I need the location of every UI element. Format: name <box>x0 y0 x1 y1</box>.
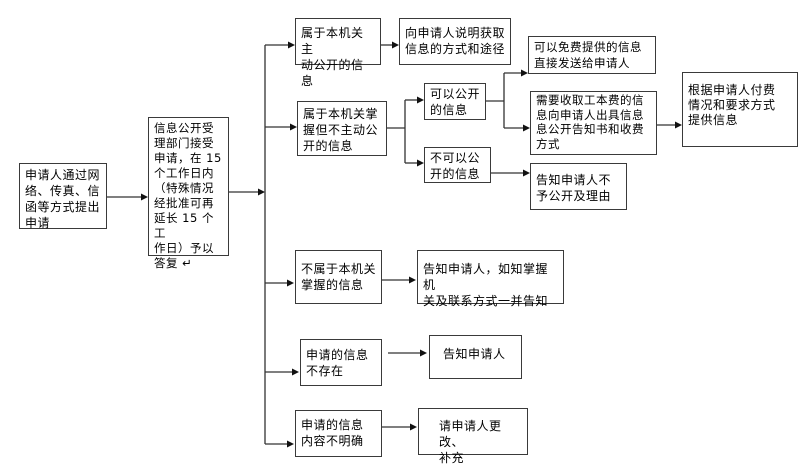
arrowhead <box>417 96 424 104</box>
node-not-held: 不属于本机关 掌握的信息 <box>295 250 382 304</box>
arrowhead <box>287 440 294 448</box>
node-held-not-proactive: 属于本机关掌 握但不主动公 开的信息 <box>297 101 387 156</box>
node-notify-refuse: 告知申请人不 予公开及理由 <box>530 163 627 210</box>
node-fee-required: 需要收取工本费的信 息向申请人出具信息 息公开告知书和收费 方式 <box>530 91 657 155</box>
arrowhead <box>675 121 682 129</box>
node-free-provide: 可以免费提供的信息 直接发送给申请人 <box>528 36 656 74</box>
node-provide-by-payment: 根据申请人付费 情况和要求方式 提供信息 <box>682 72 798 147</box>
arrowhead <box>288 41 295 49</box>
arrowhead <box>410 423 417 431</box>
node-notify-other-agency: 告知申请人，如知掌握机 关及联系方式一并告知 <box>417 250 564 308</box>
arrowhead <box>523 124 530 132</box>
node-ask-revise: 请申请人更改、 补充 <box>418 408 528 465</box>
node-accept-application: 信息公开受 理部门接受 申请，在 15 个工作日内 （特殊情况 经批准可再 延长… <box>148 117 229 270</box>
arrowhead <box>417 159 424 167</box>
arrowhead <box>409 276 416 284</box>
node-explain-access: 向申请人说明获取 信息的方式和途径 <box>399 18 511 65</box>
node-can-disclose: 可以公开 的信息 <box>424 83 486 120</box>
arrowhead <box>258 188 265 196</box>
arrowhead <box>292 368 299 376</box>
arrowhead <box>287 279 294 287</box>
node-notify-applicant: 告知申请人 <box>429 335 522 379</box>
arrowhead <box>523 169 530 177</box>
arrowhead <box>290 123 297 131</box>
node-submit-application: 申请人通过网 络、传真、信 函等方式提出 申请 <box>19 163 107 230</box>
node-info-unclear: 申请的信息 内容不明确 <box>295 410 382 457</box>
node-cannot-disclose: 不可以公 开的信息 <box>424 147 491 183</box>
arrowhead <box>141 193 148 201</box>
arrowhead <box>392 41 399 49</box>
node-not-exist: 申请的信息 不存在 <box>300 339 382 386</box>
arrowhead <box>521 69 528 77</box>
arrowhead <box>420 349 427 357</box>
node-proactive-disclosure: 属于本机关主 动公开的信息 <box>295 18 381 88</box>
